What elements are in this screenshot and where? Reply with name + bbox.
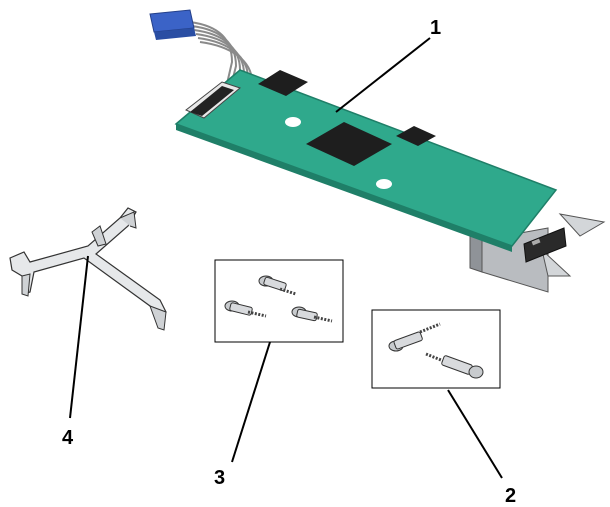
callout-3: 3 — [214, 467, 225, 489]
leader-line-3 — [231, 341, 271, 463]
mount-hole — [285, 117, 301, 127]
screw-icon — [258, 275, 297, 296]
callout-1: 1 — [430, 17, 441, 39]
chip-small-top — [258, 70, 308, 96]
leader-line-2 — [447, 389, 503, 479]
callout-2: 2 — [505, 485, 516, 507]
bracket-icon — [9, 207, 167, 331]
screws-triple-box — [214, 259, 344, 343]
leader-line-4 — [69, 255, 89, 419]
ribbon-cable — [189, 21, 254, 99]
db-connector — [523, 227, 567, 263]
mount-hole — [376, 179, 392, 189]
circuit-board-icon — [149, 9, 606, 293]
screw-icon — [425, 352, 484, 379]
screw-icon — [388, 322, 441, 352]
pcb-edge — [176, 124, 512, 252]
screws-pair-box — [371, 309, 501, 389]
chip-small-right — [396, 126, 436, 146]
blue-connector — [149, 9, 196, 40]
mount-hole — [456, 140, 468, 148]
screw-icon — [291, 306, 333, 323]
leader-line-1 — [335, 37, 431, 113]
callout-4: 4 — [62, 427, 74, 449]
screw-icon — [224, 300, 267, 318]
chip-main — [306, 122, 392, 166]
